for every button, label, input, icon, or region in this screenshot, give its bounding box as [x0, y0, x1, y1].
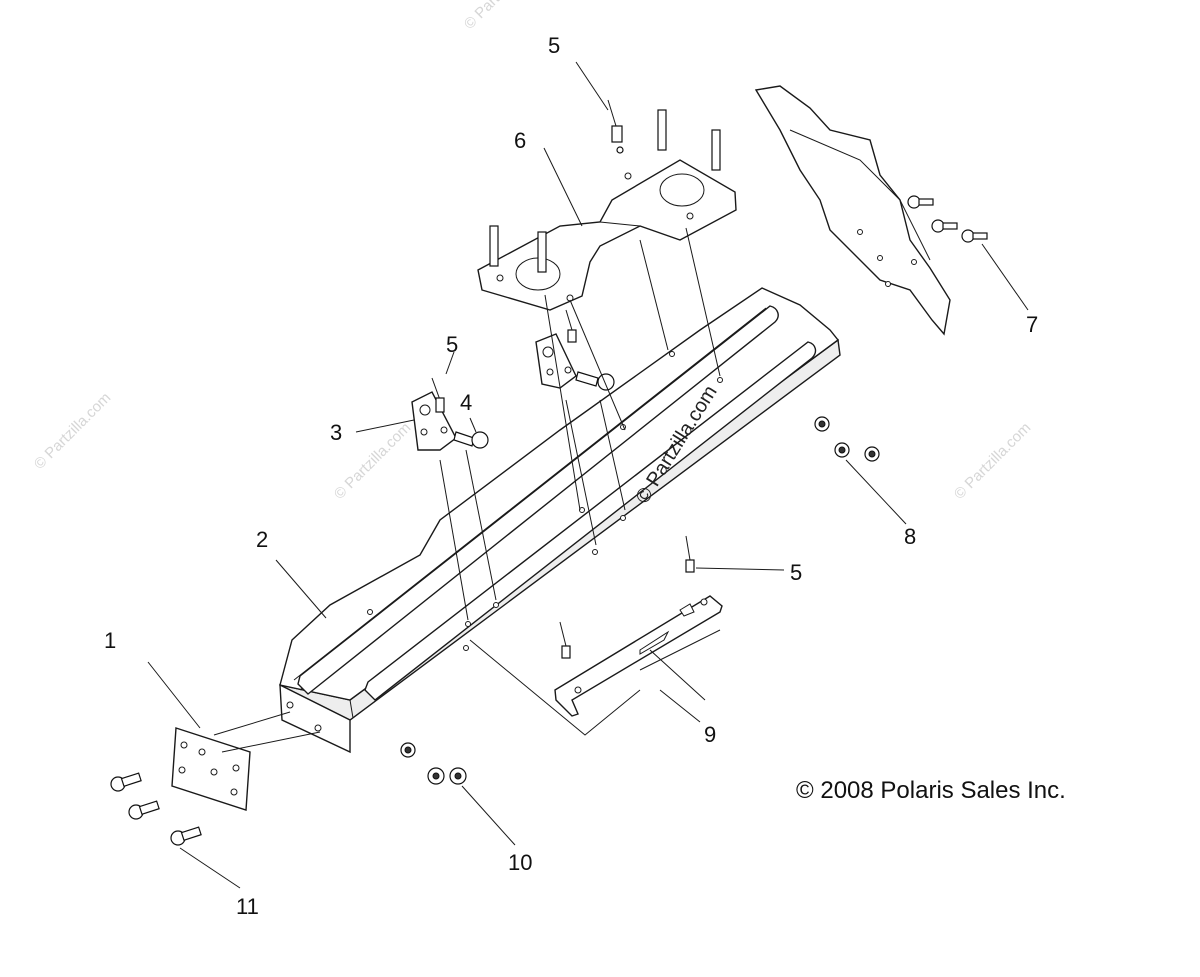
lower-bracket [469, 535, 723, 736]
watermark: © Partzilla.com [31, 389, 114, 472]
watermark: © Partzilla.com [461, 0, 544, 33]
callout-6: 6 [514, 128, 526, 153]
mounting-plate [171, 711, 321, 811]
callout-5: 5 [446, 332, 458, 357]
callout-9: 9 [704, 722, 716, 747]
nuts-8 [814, 416, 907, 525]
callout-4: 4 [460, 390, 472, 415]
callout-11: 11 [236, 894, 259, 919]
callout-8: 8 [904, 524, 916, 549]
callout-10: 10 [508, 850, 532, 875]
skid-rail [279, 287, 841, 754]
callout-2: 2 [256, 527, 268, 552]
small-bracket-left [411, 377, 457, 451]
callout-1: 1 [104, 628, 116, 653]
callout-5: 5 [790, 560, 802, 585]
pin-top [607, 99, 624, 154]
nuts-10 [400, 742, 516, 846]
small-bracket-right [535, 309, 615, 391]
copyright-text: © 2008 Polaris Sales Inc. [796, 777, 1066, 804]
callout-7: 7 [1026, 312, 1038, 337]
callout-3: 3 [330, 420, 342, 445]
callout-5: 5 [548, 33, 560, 58]
bolt-4 [453, 431, 489, 449]
side-panel [754, 85, 1029, 336]
bolts-11 [110, 772, 241, 889]
upper-mount-plate [439, 109, 737, 621]
watermark: © Partzilla.com [951, 419, 1034, 502]
watermark: © Partzilla.com [331, 419, 414, 502]
